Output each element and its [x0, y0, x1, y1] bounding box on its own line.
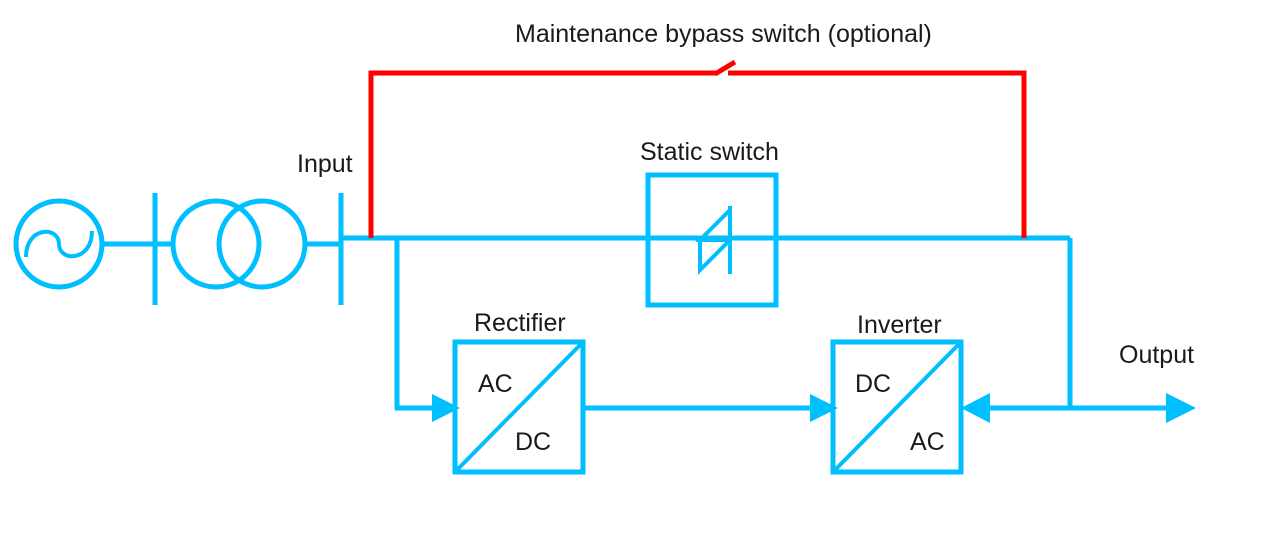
- output-bus: [961, 238, 1196, 423]
- bypass-switch-blade[interactable]: [713, 59, 737, 77]
- transformer-winding-secondary: [216, 198, 308, 290]
- rectifier-input-arrowhead: [432, 394, 460, 422]
- output-arrowhead: [1166, 393, 1196, 423]
- input-label: Input: [297, 150, 353, 178]
- static-switch-label: Static switch: [640, 138, 779, 166]
- output-label: Output: [1119, 341, 1194, 369]
- rectifier-input-wire: [394, 238, 432, 411]
- transformer-symbol[interactable]: [170, 198, 341, 290]
- ac-source-symbol[interactable]: [13, 198, 155, 290]
- bypass-right-leg: [728, 70, 1027, 238]
- rectifier-block[interactable]: AC DC: [452, 339, 586, 475]
- rectifier-input-type-label: AC: [478, 370, 513, 398]
- rectifier-diagonal: [453, 340, 585, 474]
- thyristor-lower-icon: [698, 238, 735, 275]
- maintenance-bypass-circuit[interactable]: [368, 59, 1027, 238]
- inverter-output-type-label: AC: [910, 428, 945, 456]
- maintenance-bypass-label: Maintenance bypass switch (optional): [515, 20, 932, 48]
- rectifier-output-type-label: DC: [515, 428, 551, 456]
- rectifier-label: Rectifier: [474, 309, 566, 337]
- inverter-input-type-label: DC: [855, 370, 891, 398]
- inverter-block[interactable]: DC AC: [830, 339, 964, 475]
- inverter-box: [830, 339, 964, 475]
- static-switch-box: [645, 172, 779, 308]
- inverter-diagonal: [831, 340, 963, 474]
- busbar-left: [152, 193, 173, 305]
- dc-link: [583, 394, 838, 422]
- inverter-output-arrowhead: [961, 393, 990, 423]
- static-switch-block[interactable]: [645, 172, 779, 308]
- inverter-input-arrowhead: [810, 394, 838, 422]
- sine-wave-icon: [24, 229, 94, 259]
- transformer-winding-primary: [170, 198, 262, 290]
- inverter-label: Inverter: [857, 311, 942, 339]
- rectifier-input-branch: [394, 238, 460, 422]
- bypass-left-leg: [368, 70, 716, 238]
